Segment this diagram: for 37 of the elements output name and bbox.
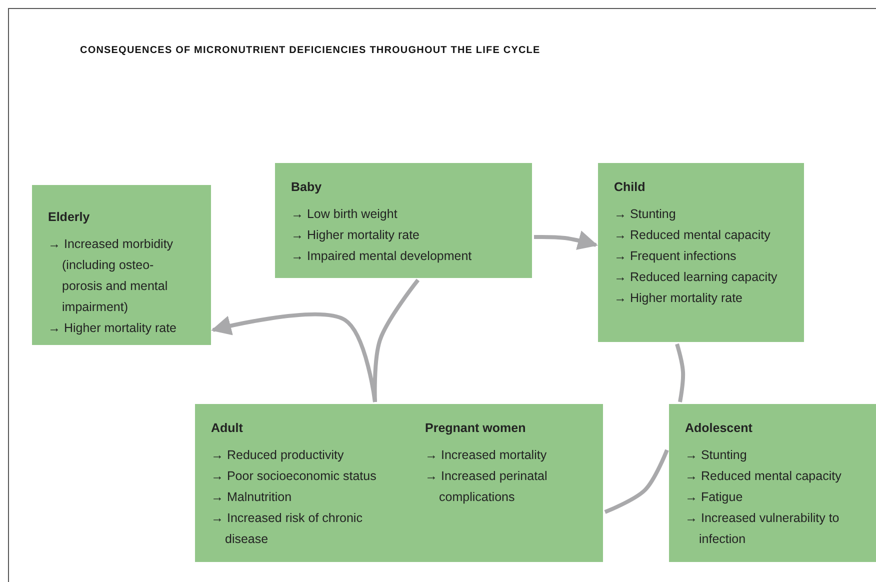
consequence-text: → Increased morbidity (including osteo- porosis and mental impairment) [48,236,174,316]
consequence-text: → Poor socioeconomic status [211,468,378,485]
consequence-text: → Increased perinatal complications [425,468,548,506]
consequence-text: → Frequent infections [614,248,738,265]
arrow [534,230,598,250]
consequence-text: → Increased risk of chronic disease [211,510,364,548]
connector-line [372,278,420,402]
consequence-text: → Stunting [614,206,677,223]
consequence-text: → Increased vulnerability to infection [685,510,840,548]
stage-box [32,185,211,345]
consequence-text: → Reduced learning capacity [614,269,778,286]
consequence-text: → Malnutrition [211,489,293,506]
consequence-text: → Impaired mental development [291,248,473,265]
consequence-text: → Higher mortality rate [614,290,744,307]
stage-box [195,404,603,562]
stage-heading: Pregnant women [425,420,527,437]
consequence-text: → Reduced mental capacity [685,468,842,485]
connector-line [675,343,686,402]
stage-heading: Adult [211,420,244,437]
stage-heading: Adolescent [685,420,754,437]
stage-box [598,163,804,342]
consequence-text: → Reduced productivity [211,447,345,464]
connector-line [604,449,669,514]
consequence-text: → Higher mortality rate [291,227,421,244]
consequence-text: → Higher mortality rate [48,320,178,337]
diagram-title: CONSEQUENCES OF MICRONUTRIENT DEFICIENCIES THROUGHOUT THE LIFE CYCLE [80,45,540,56]
stage-heading: Child [614,179,646,196]
stage-box [669,404,876,562]
consequence-text: → Low birth weight [291,206,398,223]
stage-heading: Elderly [48,209,91,226]
consequence-text: → Reduced mental capacity [614,227,772,244]
stage-box [275,163,532,278]
consequence-text: → Stunting [685,447,748,464]
stage-heading: Baby [291,179,323,196]
consequence-text: → Increased mortality [425,447,548,464]
arrow [211,312,377,402]
consequence-text: → Fatigue [685,489,744,506]
